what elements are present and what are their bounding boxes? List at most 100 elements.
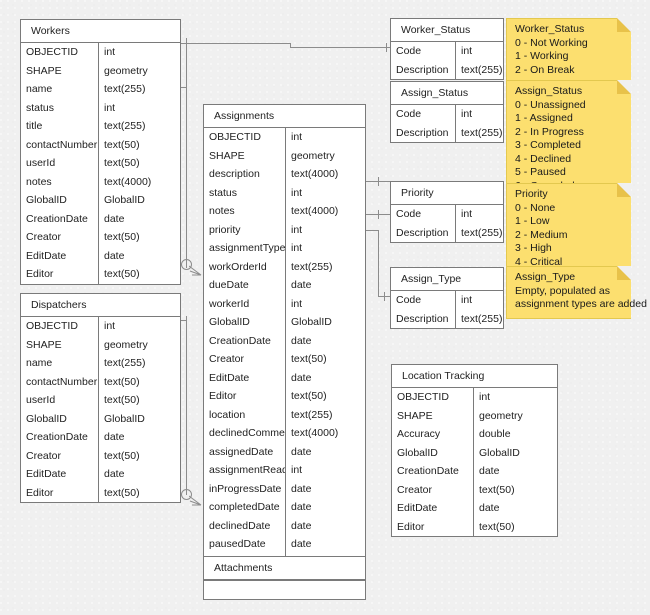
note-priority-title: Priority [515,188,548,200]
crowsfoot-workerid [189,264,203,278]
field-type: GlobalID [104,194,145,206]
note-line: 3 - Completed [515,139,581,151]
table-row: GlobalID GlobalID [204,313,365,332]
table-worker-status-title: Worker_Status [391,19,503,42]
field-name: Code [391,291,456,310]
field-name: GlobalID [21,191,99,210]
field-type: text(50) [104,449,140,462]
table-attachments[interactable]: Attachments [203,556,366,600]
cardinality-one-worker-status [386,43,387,52]
field-type: int [291,131,303,143]
field-name: Creator [204,350,286,369]
field-name: EditDate [204,368,286,387]
table-assign-status-title: Assign_Status [391,82,503,105]
cardinality-tick-workers-edge [186,83,187,92]
field-type: text(50) [104,394,140,406]
cardinality-zero-workerid [181,259,192,270]
field-type: geometry [104,338,148,351]
field-name: Description [391,223,456,242]
field-name: OBJECTID [21,43,99,62]
field-type: date [479,465,500,477]
field-name: Editor [392,517,474,536]
field-type: text(50) [104,486,140,499]
field-type: geometry [104,64,148,77]
field-type: date [291,371,312,384]
field-type: text(50) [104,231,140,243]
table-attachments-title: Attachments [204,557,365,580]
note-line: 2 - In Progress [515,125,584,138]
field-type: text(50) [104,375,140,388]
field-type: text(50) [104,157,140,169]
note-line: 0 - None [515,201,556,214]
table-row: EditDate date [204,368,365,387]
field-name: assignedDate [204,442,286,461]
field-type: int [461,294,473,306]
field-type: GlobalID [291,316,332,328]
field-name: Editor [204,387,286,406]
field-name: workOrderId [204,257,286,276]
field-type: text(255) [104,357,146,369]
field-name: SHAPE [21,335,99,354]
table-row: Editor text(50) [204,387,365,406]
field-type: int [104,101,116,114]
field-type: date [104,249,125,262]
connector-assign-type [366,230,378,231]
note-line: Empty, populated as [515,284,610,297]
field-type: text(50) [291,390,327,402]
table-location-tracking-title: Location Tracking [392,365,557,388]
field-name: Accuracy [392,425,474,444]
field-name: assignmentType [204,239,286,258]
field-name: CreationDate [204,331,286,350]
table-row: GlobalID GlobalID [21,191,180,210]
field-name: EditDate [21,465,99,484]
note-line: 2 - On Break [515,63,575,76]
connector-workers-edge-stub [180,43,187,44]
note-line: 4 - Declined [515,152,572,165]
connector-dispatchers-trunk [186,320,187,495]
note-assign-type-title: Assign_Type [515,271,576,283]
note-line: 4 - Critical [515,255,563,268]
field-name: assignmentRead [204,461,286,480]
field-name: status [21,98,99,117]
field-type: GlobalID [104,412,145,425]
field-type: text(255) [291,408,333,421]
note-line: 1 - Working [515,50,569,62]
field-name: contactNumber [21,135,99,154]
note-line: 0 - Not Working [515,36,588,49]
field-name: GlobalID [204,313,286,332]
connector-workers-status-h2 [290,47,390,48]
field-type: int [291,186,303,199]
field-name: Editor [21,265,99,284]
